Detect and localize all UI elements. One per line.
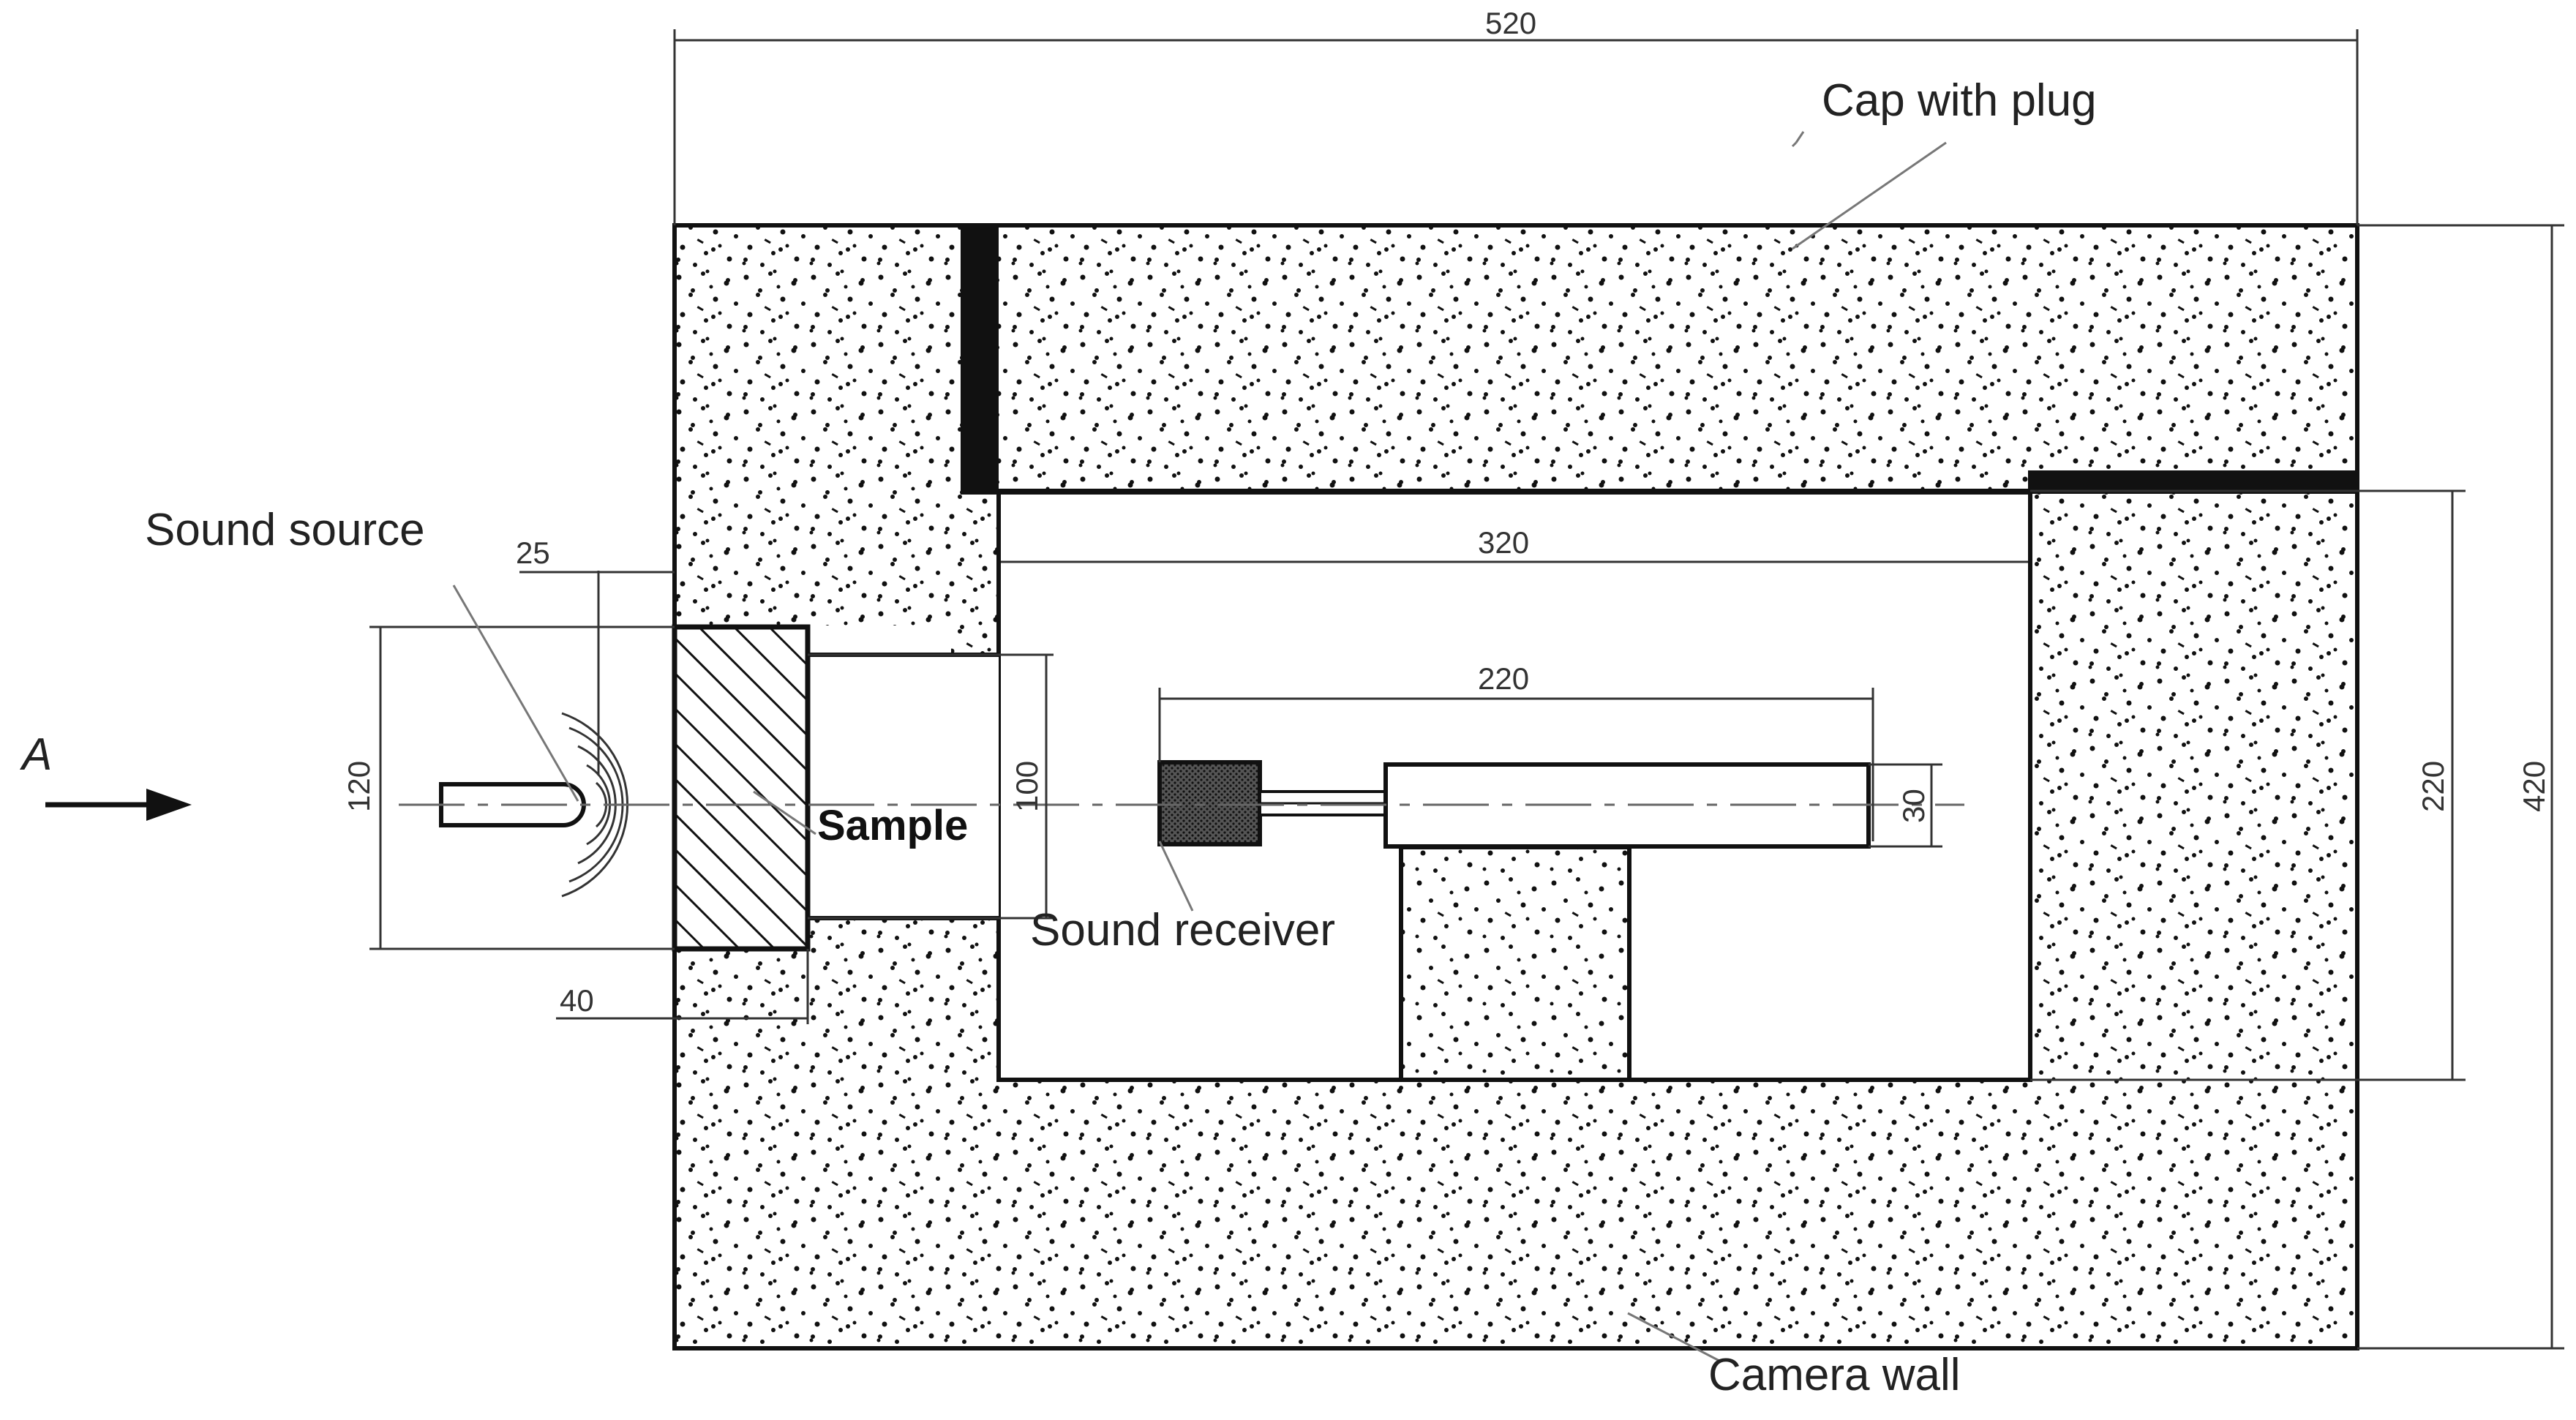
sample-tube: [805, 655, 999, 918]
dim-30: 30: [1896, 789, 1931, 823]
view-a-label: A: [19, 729, 52, 780]
dimension-lines: [369, 29, 2564, 1350]
sound-receiver-label: Sound receiver: [1030, 905, 1335, 955]
camera-wall-label: Camera wall: [1708, 1350, 1961, 1400]
sample-label: Sample: [817, 802, 968, 849]
view-arrow-a: [45, 789, 192, 821]
sound-source-label: Sound source: [145, 505, 425, 555]
dim-25: 25: [516, 536, 550, 570]
dim-220-receiver: 220: [1478, 661, 1529, 696]
cap-with-plug-label: Cap with plug: [1822, 75, 2097, 126]
dim-320: 320: [1478, 525, 1529, 560]
sample-block: [672, 624, 811, 952]
cap-left-plug-bar: [961, 225, 999, 495]
dim-420: 420: [2517, 761, 2551, 812]
dim-520: 520: [1485, 6, 1536, 40]
dim-40: 40: [560, 983, 594, 1018]
dim-120: 120: [342, 761, 376, 812]
receiver-support: [1399, 845, 1631, 1082]
dim-100: 100: [1010, 761, 1044, 812]
dim-220-inner: 220: [2416, 761, 2450, 812]
leader-lines: [452, 131, 1947, 1362]
